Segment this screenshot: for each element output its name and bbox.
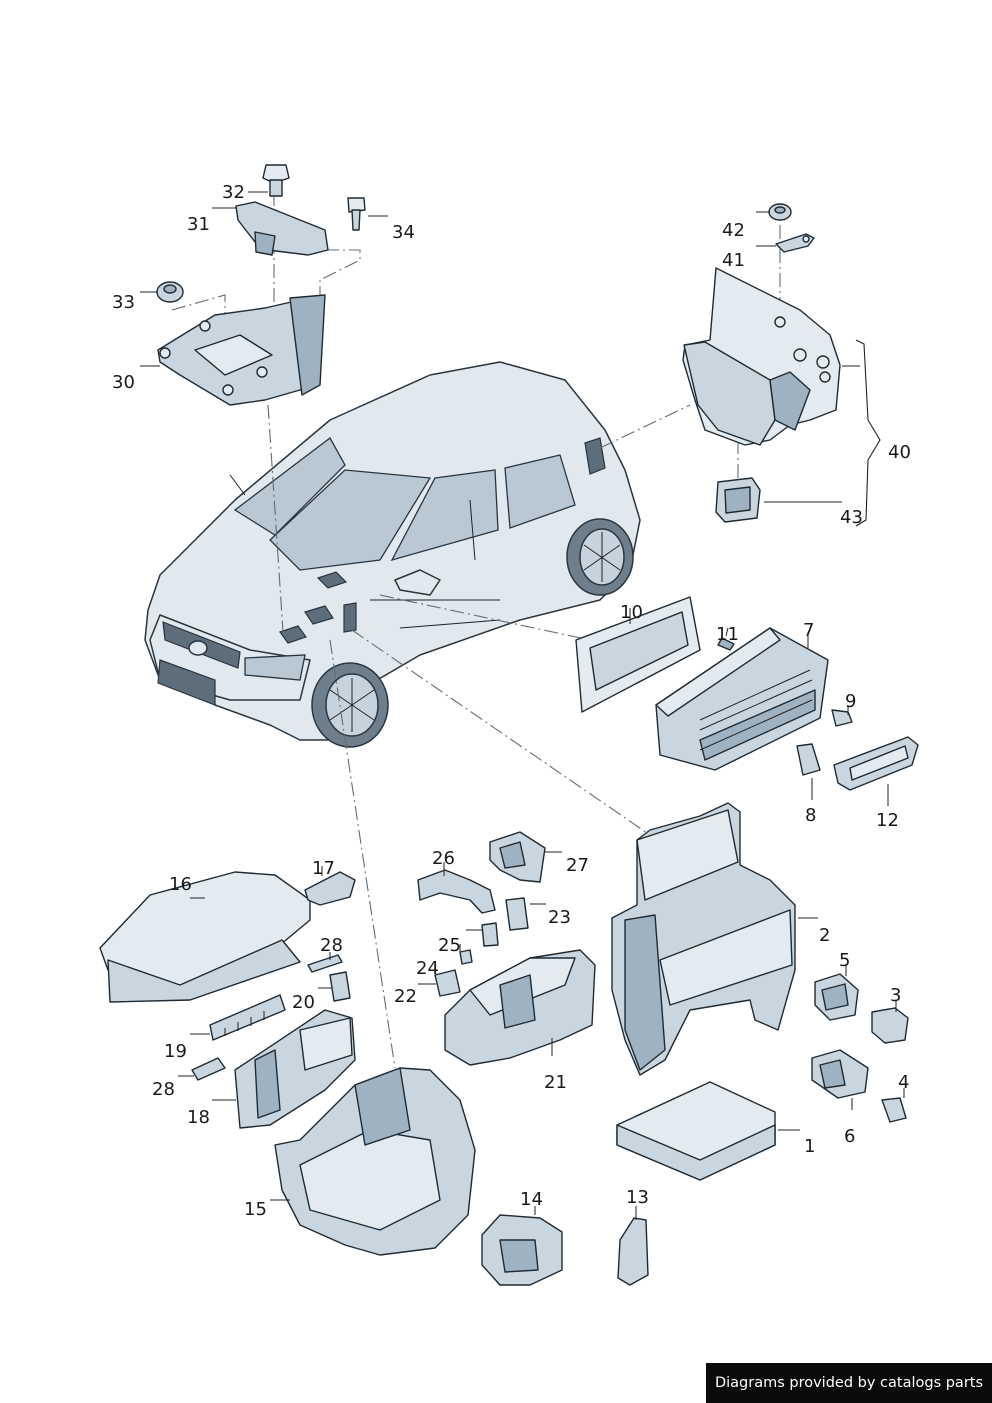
callout-6: 6 bbox=[844, 1126, 855, 1147]
callout-1: 1 bbox=[804, 1136, 815, 1157]
part-28-clip-lower[interactable] bbox=[191, 1057, 226, 1081]
part-33-nut[interactable] bbox=[156, 281, 184, 303]
callout-2: 2 bbox=[819, 925, 830, 946]
callout-16: 16 bbox=[169, 874, 192, 895]
callout-33: 33 bbox=[112, 292, 135, 313]
callout-28-lower: 28 bbox=[152, 1079, 175, 1100]
callout-26: 26 bbox=[432, 848, 455, 869]
part-30-bracket[interactable] bbox=[157, 294, 326, 406]
part-22-relay[interactable] bbox=[434, 969, 461, 997]
callout-21: 21 bbox=[544, 1072, 567, 1093]
part-6-holder[interactable] bbox=[811, 1049, 869, 1099]
part-19-strip[interactable] bbox=[209, 994, 286, 1041]
callout-42: 42 bbox=[722, 220, 745, 241]
part-18-fuse-block[interactable] bbox=[234, 1009, 356, 1129]
callout-25: 25 bbox=[438, 935, 461, 956]
callout-17: 17 bbox=[312, 858, 335, 879]
part-13-connector[interactable] bbox=[617, 1217, 649, 1286]
callout-31: 31 bbox=[187, 214, 210, 235]
part-4-fuse[interactable] bbox=[881, 1097, 907, 1123]
callout-23: 23 bbox=[548, 907, 571, 928]
callout-20: 20 bbox=[292, 992, 315, 1013]
part-17-clip[interactable] bbox=[304, 871, 356, 906]
part-40-assembly[interactable] bbox=[682, 267, 841, 446]
part-27-relay-holder[interactable] bbox=[489, 831, 546, 883]
callout-15: 15 bbox=[244, 1199, 267, 1220]
callout-18: 18 bbox=[187, 1107, 210, 1128]
callout-3: 3 bbox=[890, 985, 901, 1006]
part-34-screw[interactable] bbox=[347, 197, 366, 231]
callout-13: 13 bbox=[626, 1187, 649, 1208]
leader-lines bbox=[140, 191, 905, 1220]
part-26-bracket[interactable] bbox=[417, 869, 496, 914]
callout-27: 27 bbox=[566, 855, 589, 876]
part-9-fuse[interactable] bbox=[831, 709, 853, 727]
callout-10: 10 bbox=[620, 602, 643, 623]
dash-dot-connectors bbox=[171, 192, 781, 1069]
callout-numbers: 32 31 34 33 30 42 41 40 43 10 11 7 9 8 1… bbox=[112, 182, 911, 1220]
part-28-clip-upper[interactable] bbox=[307, 954, 343, 973]
part-15-housing[interactable] bbox=[274, 1067, 476, 1256]
part-11-screw[interactable] bbox=[717, 627, 735, 651]
credit-banner: Diagrams provided by catalogs parts bbox=[706, 1363, 992, 1403]
part-8-fuse[interactable] bbox=[796, 743, 821, 776]
part-42-nut[interactable] bbox=[768, 203, 792, 221]
part-43-relay[interactable] bbox=[715, 477, 761, 523]
callout-32: 32 bbox=[222, 182, 245, 203]
callout-41: 41 bbox=[722, 250, 745, 271]
part-24-fuse[interactable] bbox=[459, 949, 473, 965]
callout-40: 40 bbox=[888, 442, 911, 463]
part-12-fuse-strip[interactable] bbox=[833, 736, 919, 791]
part-5-relay[interactable] bbox=[814, 973, 859, 1021]
callout-14: 14 bbox=[520, 1189, 543, 1210]
part-32-bolt[interactable] bbox=[262, 164, 290, 197]
callout-19: 19 bbox=[164, 1041, 187, 1062]
callout-9: 9 bbox=[845, 691, 856, 712]
part-16-lid[interactable] bbox=[99, 871, 311, 1003]
part-7-fuse-carrier[interactable] bbox=[655, 627, 829, 771]
car-illustration bbox=[144, 361, 641, 748]
part-3-relay[interactable] bbox=[871, 1007, 909, 1044]
callout-24: 24 bbox=[416, 958, 439, 979]
callout-12: 12 bbox=[876, 810, 899, 831]
callout-4: 4 bbox=[898, 1072, 909, 1093]
part-25-fuse[interactable] bbox=[481, 922, 499, 947]
part-14-holder[interactable] bbox=[481, 1214, 563, 1286]
part-21-fuse-box[interactable] bbox=[444, 949, 596, 1066]
callout-34: 34 bbox=[392, 222, 415, 243]
callout-30: 30 bbox=[112, 372, 135, 393]
part-1-cover[interactable] bbox=[616, 1081, 776, 1181]
callout-8: 8 bbox=[805, 805, 816, 826]
callout-22: 22 bbox=[394, 986, 417, 1007]
part-20-relay[interactable] bbox=[329, 971, 351, 1002]
callout-5: 5 bbox=[839, 950, 850, 971]
part-31-holder[interactable] bbox=[235, 201, 329, 256]
part-2-box-housing[interactable] bbox=[611, 802, 796, 1076]
part-41-washer-tab[interactable] bbox=[775, 233, 815, 253]
callout-28-upper: 28 bbox=[320, 935, 343, 956]
callout-11: 11 bbox=[716, 624, 739, 645]
part-23-relay[interactable] bbox=[505, 897, 529, 931]
callout-7: 7 bbox=[803, 620, 814, 641]
part-10-cover[interactable] bbox=[575, 596, 701, 713]
callout-43: 43 bbox=[840, 507, 863, 528]
